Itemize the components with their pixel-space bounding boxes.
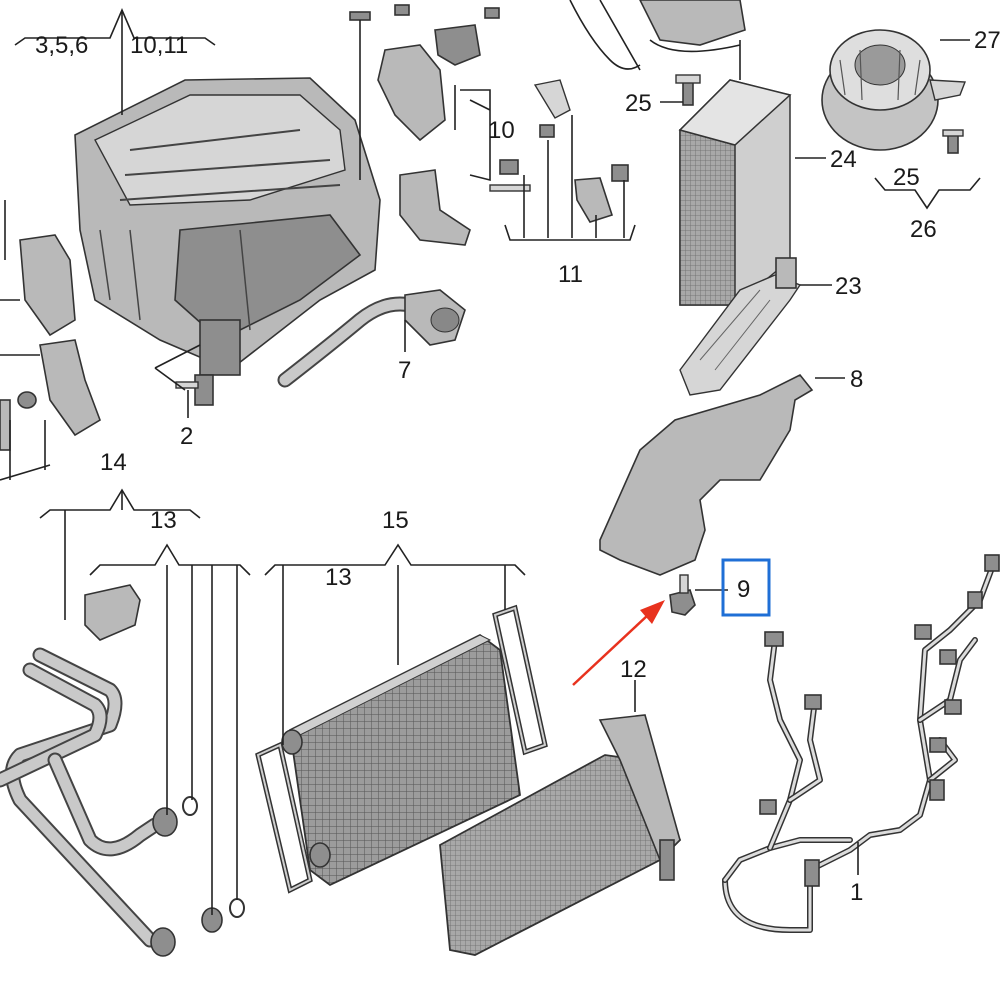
label-3-5-6: 3,5,6 [35, 32, 88, 59]
highlight-box [721, 558, 771, 617]
leader-lines [14, 7, 981, 915]
part-12-ptc-heater [439, 714, 682, 956]
brackets-clips-10-11 [349, 4, 636, 246]
label-13-right: 13 [325, 564, 352, 591]
label-10: 10 [488, 117, 515, 144]
label-23: 23 [835, 273, 862, 300]
label-11: 11 [558, 261, 583, 288]
part-23-filter-cover [679, 257, 802, 396]
label-24: 24 [830, 146, 857, 173]
label-2: 2 [180, 423, 193, 450]
label-13-left: 13 [150, 507, 177, 534]
part-9-clip [669, 574, 696, 616]
label-27: 27 [974, 27, 1000, 54]
label-14: 14 [100, 449, 127, 476]
label-9: 9 [737, 576, 750, 603]
label-10-11-top: 10,11 [130, 32, 188, 59]
part-1-wiring-harness [722, 554, 1000, 933]
label-1: 1 [850, 879, 863, 906]
part-13-seals [255, 604, 548, 894]
red-arrow-indicator [572, 600, 665, 686]
label-8: 8 [850, 366, 863, 393]
part-14-heater-pipes [0, 584, 245, 957]
label-25-top: 25 [625, 90, 652, 117]
label-25-right: 25 [893, 164, 920, 191]
heater-box-housing [74, 77, 381, 376]
label-12: 12 [620, 656, 647, 683]
label-7: 7 [398, 357, 411, 384]
part-24-cabin-filter [678, 79, 792, 306]
part-7-air-duct [277, 289, 466, 388]
part-27-blower-motor [821, 29, 966, 154]
top-center-housing [569, 0, 746, 106]
label-26: 26 [910, 216, 937, 243]
label-15: 15 [382, 507, 409, 534]
left-edge-parts [0, 200, 101, 481]
part-8-insulation-mat [599, 373, 814, 576]
part-2-bracket [154, 344, 214, 418]
